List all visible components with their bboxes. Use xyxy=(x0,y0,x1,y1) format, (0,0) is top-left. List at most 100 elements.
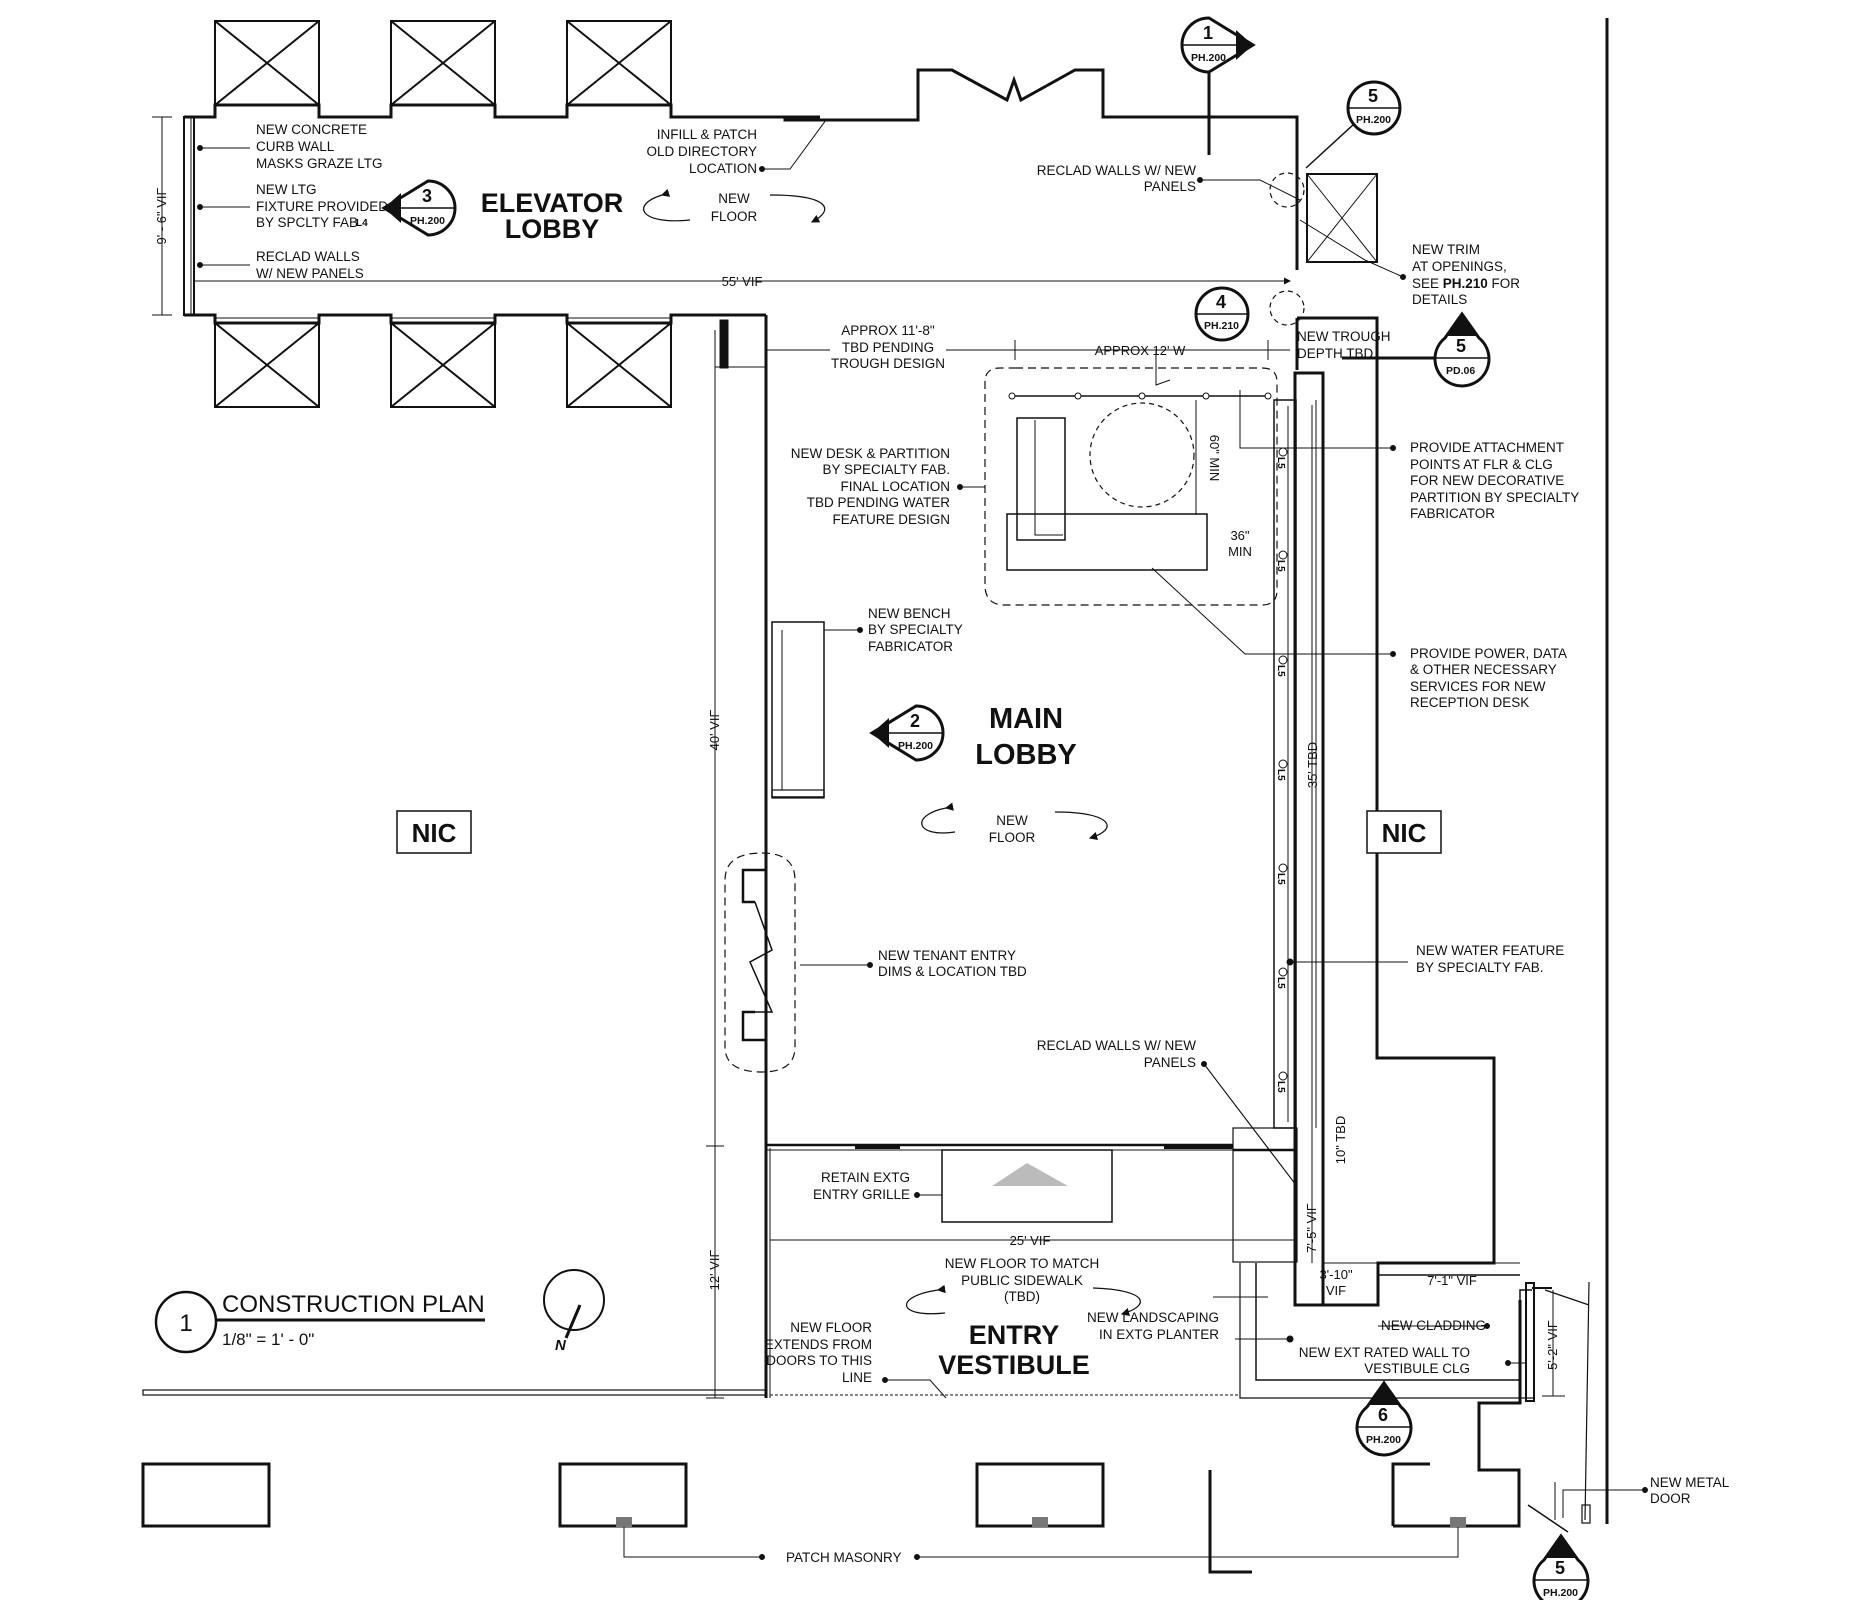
svg-text:DOORS TO THIS: DOORS TO THIS xyxy=(766,1353,872,1368)
svg-text:5: 5 xyxy=(1368,86,1378,106)
svg-text:NEW DESK & PARTITION: NEW DESK & PARTITION xyxy=(791,446,950,461)
svg-text:55' VIF: 55' VIF xyxy=(722,274,763,289)
section-marker-5-top-right: 5 PH.200 xyxy=(1305,80,1402,169)
section-marker-5-bottom: 5 PH.200 xyxy=(1532,1533,1590,1600)
svg-text:DEPTH TBD: DEPTH TBD xyxy=(1297,346,1374,361)
svg-text:NIC: NIC xyxy=(1382,818,1427,848)
section-marker-5-pd06: 5 PD.06 xyxy=(1342,311,1491,388)
svg-text:BY SPECIALTY: BY SPECIALTY xyxy=(868,622,963,637)
svg-text:NEW LTG: NEW LTG xyxy=(256,182,317,197)
svg-text:IN EXTG PLANTER: IN EXTG PLANTER xyxy=(1099,1327,1219,1342)
fixture-circle xyxy=(1278,759,1288,769)
svg-text:5: 5 xyxy=(1456,336,1466,356)
drawing-scale: 1/8" = 1' - 0" xyxy=(222,1330,314,1349)
svg-text:ENTRY GRILLE: ENTRY GRILLE xyxy=(813,1187,910,1202)
dimension-texts: 9' - 6" VIF 55' VIF APPROX 12' W 60" MIN… xyxy=(154,187,1560,1369)
svg-text:NEW EXT RATED WALL TO: NEW EXT RATED WALL TO xyxy=(1299,1345,1470,1360)
svg-text:NEW CLADDING: NEW CLADDING xyxy=(1381,1318,1486,1333)
svg-text:EXTENDS FROM: EXTENDS FROM xyxy=(765,1337,872,1352)
entry-vestibule-label: VESTIBULE xyxy=(938,1350,1090,1380)
fixture-tag: L5 xyxy=(1275,560,1286,572)
svg-text:TBD PENDING WATER: TBD PENDING WATER xyxy=(807,495,951,510)
svg-text:35' TBD: 35' TBD xyxy=(1305,742,1320,788)
svg-text:NIC: NIC xyxy=(412,818,457,848)
svg-text:& OTHER NECESSARY: & OTHER NECESSARY xyxy=(1410,662,1557,677)
fixture-circle xyxy=(1278,550,1288,560)
fixture-tag: L5 xyxy=(1275,769,1286,781)
svg-text:TBD PENDING: TBD PENDING xyxy=(842,340,934,355)
section-marker-4-ph210: 4 PH.210 xyxy=(1194,286,1250,342)
fixture-tag: L5 xyxy=(1275,665,1286,677)
svg-text:DIMS & LOCATION TBD: DIMS & LOCATION TBD xyxy=(878,964,1027,979)
svg-text:AT OPENINGS,: AT OPENINGS, xyxy=(1412,259,1507,274)
construction-notes: NEW CONCRETE CURB WALL MASKS GRAZE LTG N… xyxy=(256,122,1730,1565)
elevator-cars-bottom xyxy=(214,322,672,408)
svg-text:DOOR: DOOR xyxy=(1650,1491,1691,1506)
svg-text:PH.200: PH.200 xyxy=(1356,114,1391,126)
svg-text:RECLAD WALLS W/ NEW: RECLAD WALLS W/ NEW xyxy=(1037,163,1197,178)
elevator-lobby-bottom-wall xyxy=(184,313,766,325)
svg-text:25' VIF: 25' VIF xyxy=(1010,1233,1051,1248)
svg-text:APPROX 12' W: APPROX 12' W xyxy=(1095,343,1186,358)
svg-text:INFILL & PATCH: INFILL & PATCH xyxy=(657,127,757,142)
svg-text:RECLAD WALLS: RECLAD WALLS xyxy=(256,249,360,264)
svg-text:SERVICES FOR NEW: SERVICES FOR NEW xyxy=(1410,679,1546,694)
svg-text:NEW WATER FEATURE: NEW WATER FEATURE xyxy=(1416,943,1564,958)
main-lobby-label: LOBBY xyxy=(975,739,1077,771)
svg-text:NEW TRIM: NEW TRIM xyxy=(1412,242,1480,257)
svg-text:DETAILS: DETAILS xyxy=(1412,292,1467,307)
elevator-lobby-left-wall xyxy=(183,116,195,316)
svg-text:PROVIDE POWER, DATA: PROVIDE POWER, DATA xyxy=(1410,646,1567,661)
svg-text:LINE: LINE xyxy=(842,1370,872,1385)
elevator-lobby-label: ELEVATOR xyxy=(481,188,624,218)
floor-pattern-arrows xyxy=(643,188,1141,1317)
svg-text:5'-2" VIF: 5'-2" VIF xyxy=(1545,1320,1560,1370)
fixture-tag: L5 xyxy=(1275,873,1286,885)
svg-text:RETAIN EXTG: RETAIN EXTG xyxy=(821,1170,910,1185)
svg-text:12' VIF: 12' VIF xyxy=(707,1250,722,1291)
nic-box-left: NIC xyxy=(396,810,472,854)
svg-text:PH.200: PH.200 xyxy=(1543,1587,1578,1599)
fixture-circle xyxy=(1278,967,1288,977)
svg-text:RECLAD WALLS W/ NEW: RECLAD WALLS W/ NEW xyxy=(1037,1038,1197,1053)
svg-text:FLOOR: FLOOR xyxy=(711,209,758,224)
svg-text:TROUGH DESIGN: TROUGH DESIGN xyxy=(831,356,945,371)
reception-desk-group xyxy=(724,367,1278,1073)
fixture-circle xyxy=(1278,1071,1288,1081)
svg-text:PH.200: PH.200 xyxy=(1366,1434,1401,1446)
svg-text:CURB WALL: CURB WALL xyxy=(256,139,335,154)
svg-text:4: 4 xyxy=(1216,292,1226,312)
svg-text:(TBD): (TBD) xyxy=(1004,1289,1040,1304)
north-arrow: N xyxy=(543,1269,605,1354)
svg-text:PANELS: PANELS xyxy=(1144,1055,1196,1070)
svg-text:N: N xyxy=(555,1337,567,1354)
svg-text:LOCATION: LOCATION xyxy=(689,161,757,176)
svg-text:2: 2 xyxy=(910,711,920,731)
svg-text:PATCH MASONRY: PATCH MASONRY xyxy=(786,1550,902,1565)
svg-text:NEW TENANT ENTRY: NEW TENANT ENTRY xyxy=(878,948,1016,963)
svg-text:FIXTURE PROVIDED: FIXTURE PROVIDED xyxy=(256,199,388,214)
svg-text:NEW BENCH: NEW BENCH xyxy=(868,606,951,621)
svg-text:PROVIDE ATTACHMENT: PROVIDE ATTACHMENT xyxy=(1410,440,1564,455)
svg-text:PARTITION BY SPECIALTY: PARTITION BY SPECIALTY xyxy=(1410,490,1579,505)
fixture-tag: L5 xyxy=(1275,977,1286,989)
svg-text:FOR NEW DECORATIVE: FOR NEW DECORATIVE xyxy=(1410,473,1564,488)
svg-text:BY SPCLTY FAB: BY SPCLTY FAB xyxy=(256,215,358,230)
main-lobby-label: MAIN xyxy=(989,703,1063,735)
elevator-lobby xyxy=(183,20,1378,408)
svg-text:FABRICATOR: FABRICATOR xyxy=(1410,506,1495,521)
svg-text:1: 1 xyxy=(1203,23,1213,43)
dimension-lines xyxy=(152,116,1565,1399)
svg-text:NEW FLOOR: NEW FLOOR xyxy=(790,1320,872,1335)
fixture-tag: L5 xyxy=(1275,1081,1286,1093)
svg-text:PANELS: PANELS xyxy=(1144,179,1196,194)
title-block: 1 CONSTRUCTION PLAN 1/8" = 1' - 0" N xyxy=(154,1269,605,1354)
section-marker-3-elevator: 3 PH.200 xyxy=(381,179,457,237)
svg-text:9' - 6" VIF: 9' - 6" VIF xyxy=(154,187,169,244)
svg-text:NEW TROUGH: NEW TROUGH xyxy=(1297,329,1391,344)
svg-text:APPROX 11'-8": APPROX 11'-8" xyxy=(841,323,935,338)
svg-text:40' VIF: 40' VIF xyxy=(707,710,722,751)
leader-lines xyxy=(197,119,1648,1560)
svg-text:MASKS GRAZE LTG: MASKS GRAZE LTG xyxy=(256,156,383,171)
svg-text:NEW LANDSCAPING: NEW LANDSCAPING xyxy=(1087,1310,1219,1325)
